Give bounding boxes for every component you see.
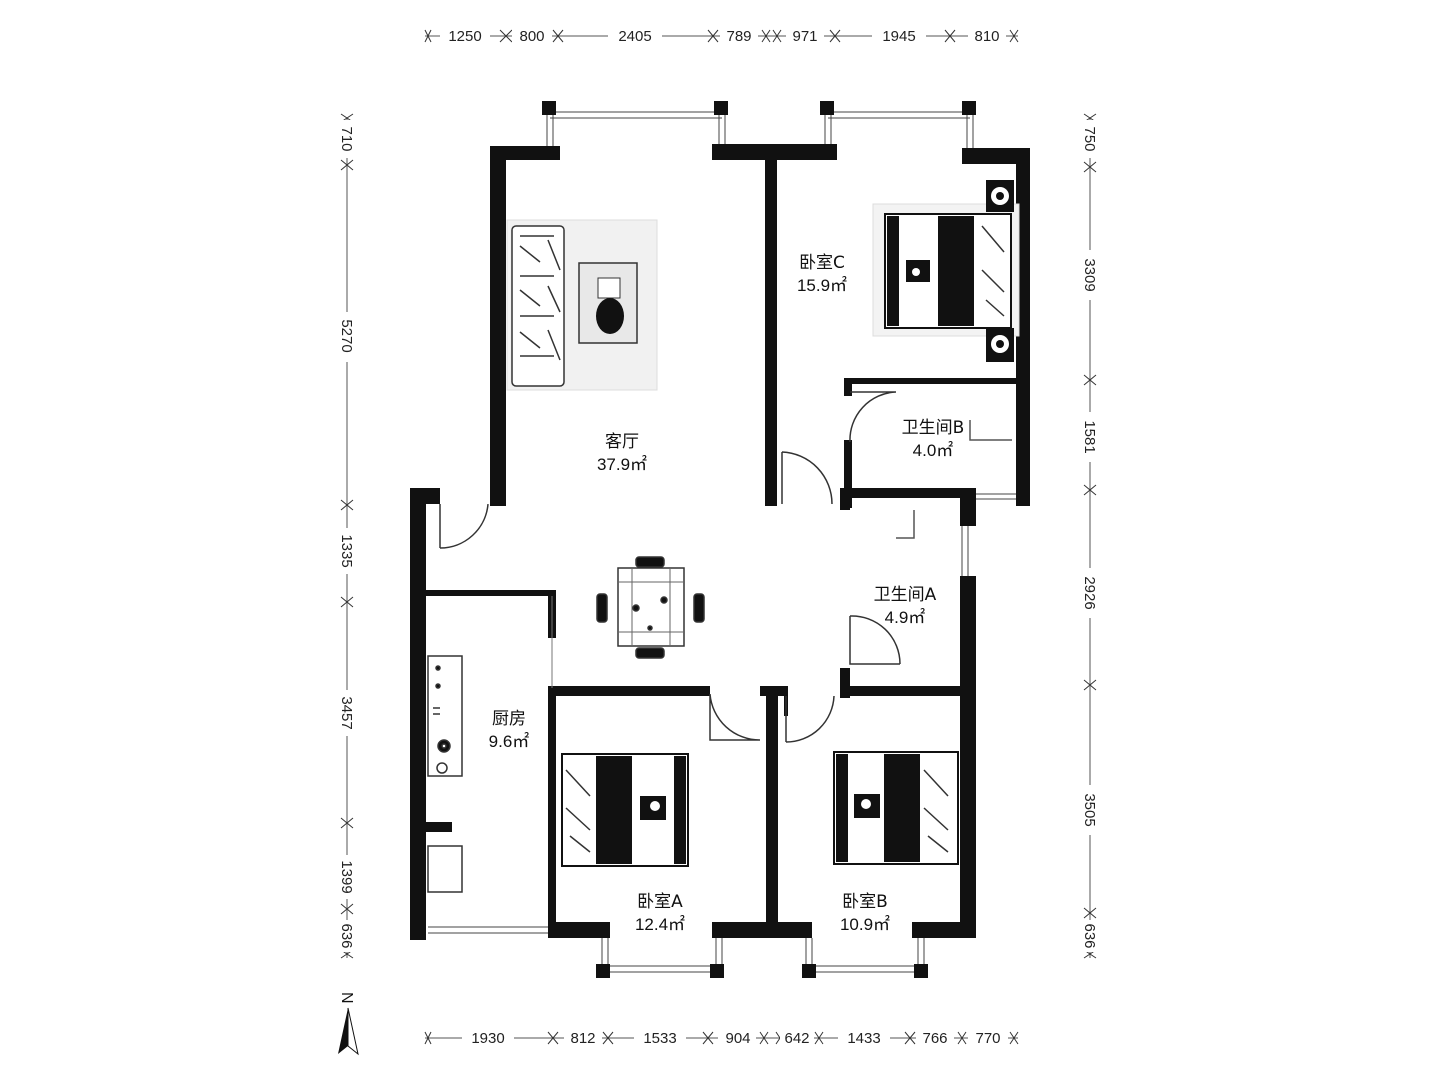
dim-bottom-5: 642: [784, 1030, 809, 1047]
bath-a-fixture: [896, 510, 915, 539]
room-name-bath-b: 卫生间B: [902, 418, 965, 438]
north-label: N: [338, 992, 355, 1004]
room-name-bedroom-a: 卧室A: [637, 892, 683, 912]
entrance-door: [439, 503, 489, 549]
doors: [439, 391, 901, 743]
dim-bottom-1: 1930: [471, 1030, 504, 1047]
room-area-living: 37.9㎡: [597, 455, 647, 474]
dim-bottom-3: 1533: [643, 1030, 676, 1047]
dim-bottom-2: 812: [570, 1030, 595, 1047]
dim-right-1: 750: [1081, 126, 1098, 151]
room-area-bedroom-b: 10.9㎡: [840, 915, 890, 934]
dim-right-6: 636: [1081, 923, 1098, 948]
sofa: [511, 225, 565, 387]
coffee-table: [578, 262, 638, 344]
room-name-living: 客厅: [605, 432, 639, 452]
dim-right-3: 1581: [1081, 420, 1098, 453]
dim-left-2: 5270: [338, 319, 355, 352]
dimensions-left: 710 5270 1335 3457 1399 636: [338, 126, 355, 948]
room-name-kitchen: 厨房: [492, 709, 526, 729]
living-room-furniture: [506, 219, 658, 391]
kitchen-counter: [427, 655, 463, 893]
dim-right-2: 3309: [1081, 258, 1098, 291]
dim-bottom-8: 770: [975, 1030, 1000, 1047]
bedroom-c-bed: [872, 180, 1020, 362]
bedroom-b-door: [785, 695, 835, 743]
dim-left-3: 1335: [338, 534, 355, 567]
dim-left-6: 636: [338, 923, 355, 948]
bath-b-fixture: [969, 420, 1012, 441]
room-area-bath-b: 4.0㎡: [913, 441, 954, 460]
dimensions-bottom: 1930 812 1533 904 642 1433 766 770: [471, 1030, 1000, 1047]
dim-right-4: 2926: [1081, 576, 1098, 609]
room-name-bedroom-c: 卧室C: [799, 253, 845, 273]
dim-bottom-4: 904: [725, 1030, 750, 1047]
bedroom-b-bed: [833, 751, 959, 865]
north-arrow: N: [338, 992, 359, 1056]
bath-b-door: [849, 391, 897, 443]
room-area-bedroom-a: 12.4㎡: [635, 915, 685, 934]
dim-top-4: 789: [726, 28, 751, 45]
bath-a-door: [849, 615, 901, 665]
dim-top-7: 810: [974, 28, 999, 45]
dimensions-top: 1250 800 2405 789 971 1945 810: [448, 28, 999, 45]
bedroom-a-door: [709, 693, 761, 741]
windows: [428, 111, 1016, 973]
dim-left-4: 3457: [338, 696, 355, 729]
dim-right-5: 3505: [1081, 793, 1098, 826]
dimensions-right: 750 3309 1581 2926 3505 636: [1081, 126, 1098, 948]
room-name-bedroom-b: 卧室B: [842, 892, 888, 912]
dim-bottom-7: 766: [922, 1030, 947, 1047]
bedroom-c-door: [781, 451, 833, 505]
dim-top-6: 1945: [882, 28, 915, 45]
bedroom-a-bed: [561, 753, 689, 867]
dim-top-5: 971: [792, 28, 817, 45]
dim-bottom-6: 1433: [847, 1030, 880, 1047]
room-area-bedroom-c: 15.9㎡: [797, 276, 847, 295]
nightstand-icon: [986, 180, 1014, 362]
dim-left-5: 1399: [338, 860, 355, 893]
room-area-kitchen: 9.6㎡: [489, 732, 530, 751]
dining-table: [596, 556, 705, 659]
room-area-bath-a: 4.9㎡: [885, 608, 926, 627]
room-name-bath-a: 卫生间A: [874, 585, 937, 605]
walls: [410, 144, 1030, 940]
dim-top-2: 800: [519, 28, 544, 45]
room-labels: 客厅 37.9㎡ 卧室C 15.9㎡ 卫生间B 4.0㎡ 卫生间A 4.9㎡ 厨…: [489, 253, 965, 934]
dim-left-1: 710: [338, 126, 355, 151]
window-posts: [542, 101, 976, 978]
dim-top-3: 2405: [618, 28, 651, 45]
dim-top-1: 1250: [448, 28, 481, 45]
